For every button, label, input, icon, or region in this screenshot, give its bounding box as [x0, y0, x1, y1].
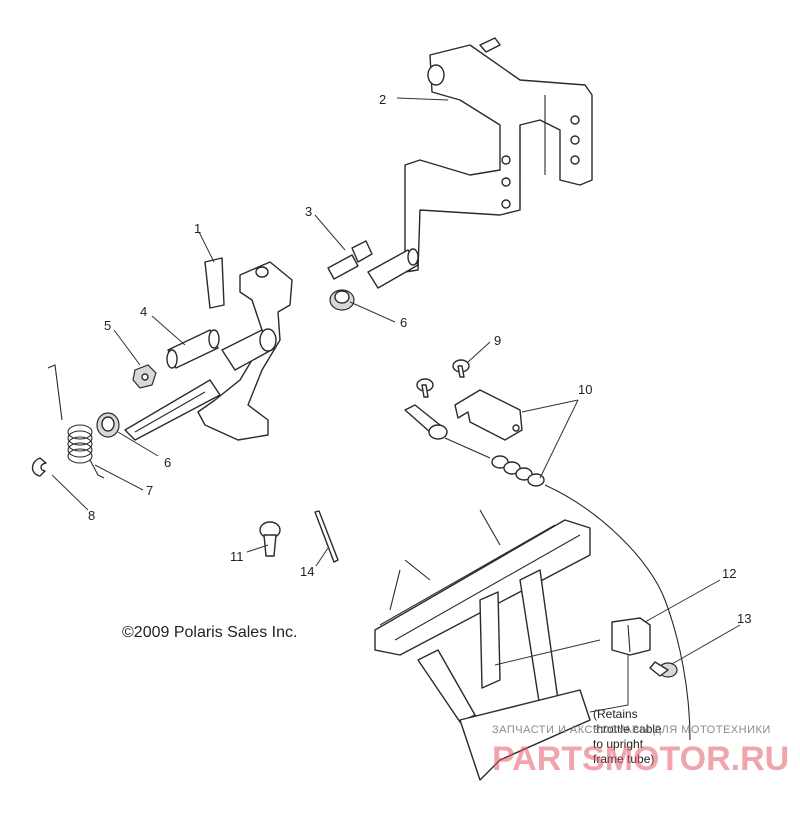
- throttle-cable: [404, 404, 691, 741]
- e-clip: [31, 457, 47, 477]
- callout-8: 8: [88, 508, 95, 523]
- callout-7: 7: [146, 483, 153, 498]
- copyright-text: ©2009 Polaris Sales Inc.: [122, 624, 297, 641]
- cable-tie: [314, 510, 339, 563]
- retaining-clip: [611, 617, 651, 656]
- nut: [132, 364, 157, 389]
- rivet-top: [452, 359, 470, 378]
- clevis-pin: [259, 521, 281, 557]
- leader-lines: [51, 97, 741, 713]
- callout-10: 10: [578, 382, 592, 397]
- callout-4: 4: [140, 304, 147, 319]
- spacer-tube: [367, 248, 419, 289]
- bushing-upper: [329, 289, 355, 311]
- brake-pedal: [124, 257, 293, 441]
- callout-9: 9: [494, 333, 501, 348]
- callout-12: 12: [722, 566, 736, 581]
- screw: [649, 661, 678, 678]
- callout-2: 2: [379, 92, 386, 107]
- upright-frame: [374, 509, 591, 781]
- note-line-3: to upright: [593, 737, 644, 751]
- rivet-left: [416, 378, 434, 398]
- callout-13: 13: [737, 611, 751, 626]
- watermark-tagline: ЗАПЧАСТИ И АКСЕССУАРЫ ДЛЯ МОТОТЕХНИКИ: [492, 724, 771, 736]
- callout-1: 1: [194, 221, 201, 236]
- callout-3: 3: [305, 204, 312, 219]
- callout-5: 5: [104, 318, 111, 333]
- note-line-1: (Retains: [593, 707, 638, 721]
- mounting-bracket: [404, 37, 593, 273]
- note-line-4: frame tube): [593, 752, 654, 766]
- bolt: [327, 240, 373, 280]
- callout-6-upper: 6: [400, 315, 407, 330]
- pivot-tube: [166, 329, 220, 369]
- bushing-lower: [96, 412, 120, 438]
- callout-11: 11: [230, 549, 244, 564]
- return-spring: [47, 364, 105, 479]
- callout-14: 14: [300, 564, 314, 579]
- note-line-2: throttle cable: [593, 722, 662, 736]
- watermark-logo: PARTSMOTOR.RU: [492, 740, 789, 778]
- cable-bracket: [454, 389, 523, 441]
- callout-6-lower: 6: [164, 455, 171, 470]
